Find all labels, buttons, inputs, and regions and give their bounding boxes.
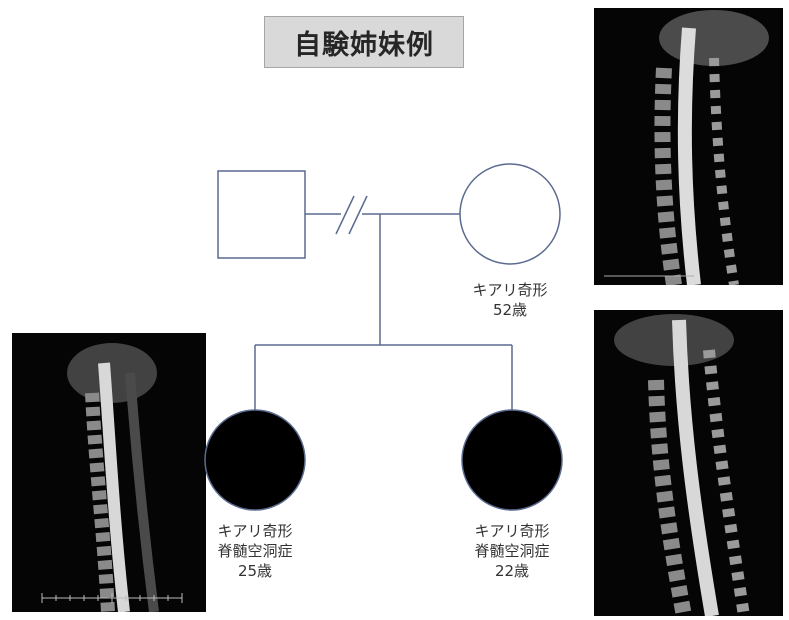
daughter-2-diagnosis-1: キアリ奇形 bbox=[462, 521, 562, 541]
daughter-1-age: 25歳 bbox=[205, 561, 305, 581]
mother-caption: キアリ奇形 52歳 bbox=[460, 280, 560, 320]
daughter-2-age: 22歳 bbox=[462, 561, 562, 581]
mother-circle bbox=[460, 164, 560, 264]
daughter-2-circle-affected bbox=[462, 410, 562, 510]
daughter-1-caption: キアリ奇形 脊髄空洞症 25歳 bbox=[205, 521, 305, 581]
daughter-2-diagnosis-2: 脊髄空洞症 bbox=[462, 541, 562, 561]
father-square bbox=[218, 171, 305, 258]
daughter-1-circle-affected bbox=[205, 410, 305, 510]
daughter-1-diagnosis-1: キアリ奇形 bbox=[205, 521, 305, 541]
mother-age: 52歳 bbox=[460, 300, 560, 320]
daughter-1-diagnosis-2: 脊髄空洞症 bbox=[205, 541, 305, 561]
daughter-2-caption: キアリ奇形 脊髄空洞症 22歳 bbox=[462, 521, 562, 581]
mother-diagnosis: キアリ奇形 bbox=[460, 280, 560, 300]
